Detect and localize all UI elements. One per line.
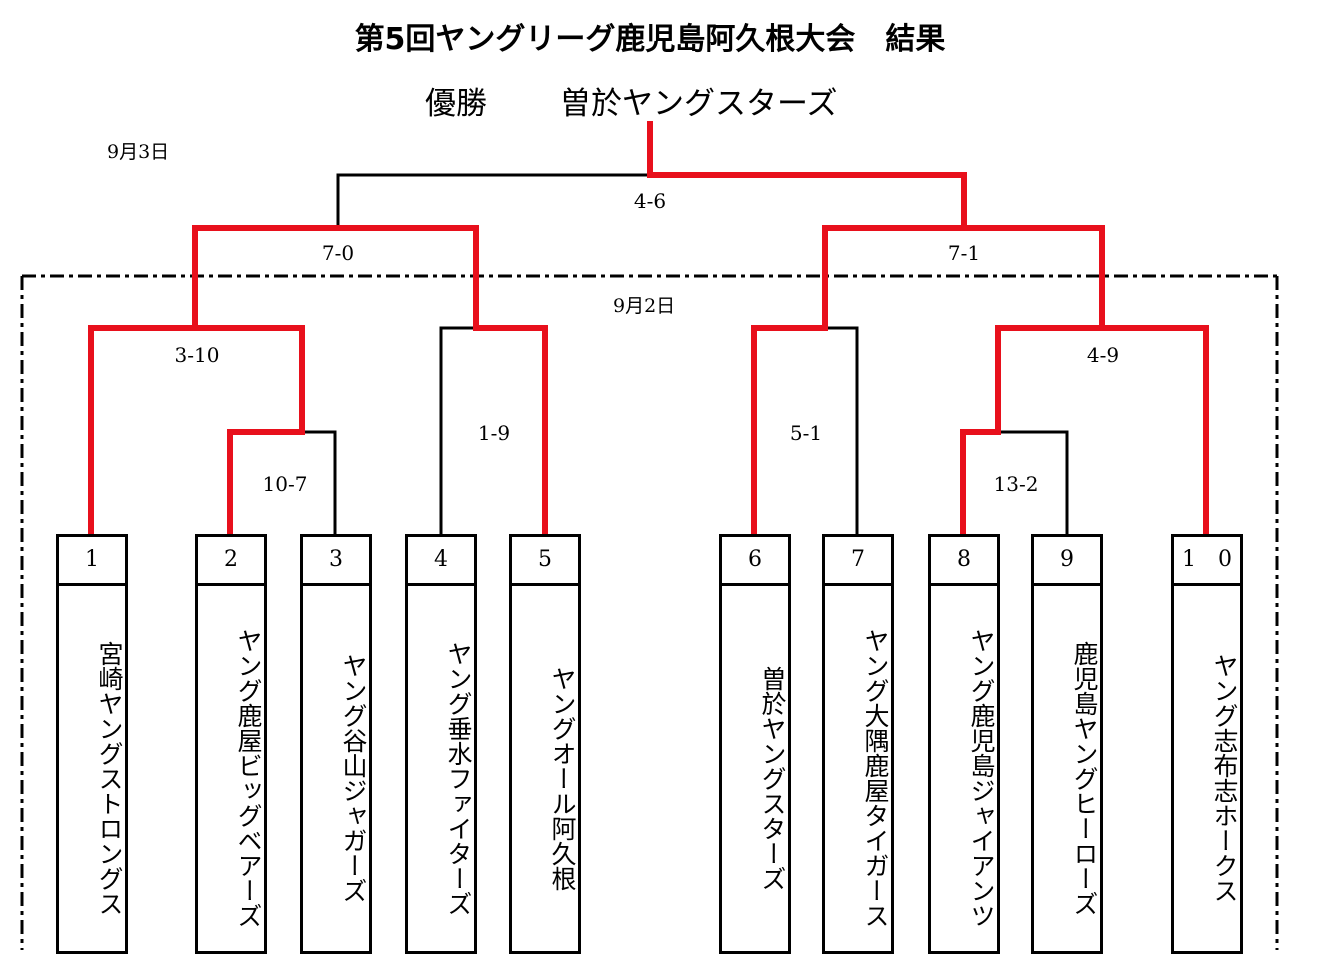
score-semi-right: 7-1 <box>947 241 981 265</box>
team-name: 宮崎ヤングストロングス <box>95 640 124 916</box>
score-r1-right: 13-2 <box>993 472 1039 496</box>
team-name: ヤング鹿児島ジャイアンツ <box>967 628 996 928</box>
date-first-day: 9月2日 <box>613 295 676 317</box>
team-name: 曽於ヤングスターズ <box>758 665 787 891</box>
team-number: 2 <box>198 537 264 586</box>
team-box: 9 鹿児島ヤングヒーローズ <box>1031 534 1103 954</box>
winner-label: 優勝 <box>425 86 487 122</box>
team-box: 8 ヤング鹿児島ジャイアンツ <box>928 534 1000 954</box>
team-name: ヤング鹿屋ビッグベアーズ <box>234 628 263 928</box>
team-number: 4 <box>408 537 474 586</box>
team-number: 5 <box>512 537 578 586</box>
score-semi-left: 7-0 <box>321 241 355 265</box>
team-name: 鹿児島ヤングヒーローズ <box>1070 640 1099 916</box>
team-number: 1 0 <box>1174 537 1240 586</box>
bracket-red-lines <box>88 121 1209 539</box>
winner-team: 曽於ヤングスターズ <box>560 86 838 122</box>
page-title: 第5回ヤングリーグ鹿児島阿久根大会 結果 <box>354 22 946 57</box>
team-box: 6 曽於ヤングスターズ <box>719 534 791 954</box>
score-qf-2: 1-9 <box>477 421 511 445</box>
team-name: ヤング垂水ファイターズ <box>444 640 473 916</box>
bracket-black-lines <box>302 173 1069 536</box>
team-box: 2 ヤング鹿屋ビッグベアーズ <box>195 534 267 954</box>
team-box: 7 ヤング大隅鹿屋タイガース <box>822 534 894 954</box>
team-box: 3 ヤング谷山ジャガーズ <box>300 534 372 954</box>
team-box: 4 ヤング垂水ファイターズ <box>405 534 477 954</box>
day-separator <box>20 274 1279 950</box>
score-qf-1: 3-10 <box>174 343 220 367</box>
team-name: ヤングオール阿久根 <box>548 665 577 891</box>
team-number: 7 <box>825 537 891 586</box>
score-final: 4-6 <box>633 189 667 213</box>
team-name: ヤング志布志ホークス <box>1210 653 1239 903</box>
team-name: ヤング大隅鹿屋タイガース <box>861 628 890 928</box>
team-name: ヤング谷山ジャガーズ <box>339 653 368 903</box>
team-number: 9 <box>1034 537 1100 586</box>
team-box: 1 宮崎ヤングストロングス <box>56 534 128 954</box>
team-number: 1 <box>59 537 125 586</box>
date-final-day: 9月3日 <box>107 141 170 163</box>
score-r1-left: 10-7 <box>262 472 308 496</box>
team-number: 8 <box>931 537 997 586</box>
score-qf-3: 5-1 <box>789 421 823 445</box>
score-qf-4: 4-9 <box>1086 343 1120 367</box>
team-box: 1 0 ヤング志布志ホークス <box>1171 534 1243 954</box>
team-box: 5 ヤングオール阿久根 <box>509 534 581 954</box>
team-number: 6 <box>722 537 788 586</box>
team-number: 3 <box>303 537 369 586</box>
